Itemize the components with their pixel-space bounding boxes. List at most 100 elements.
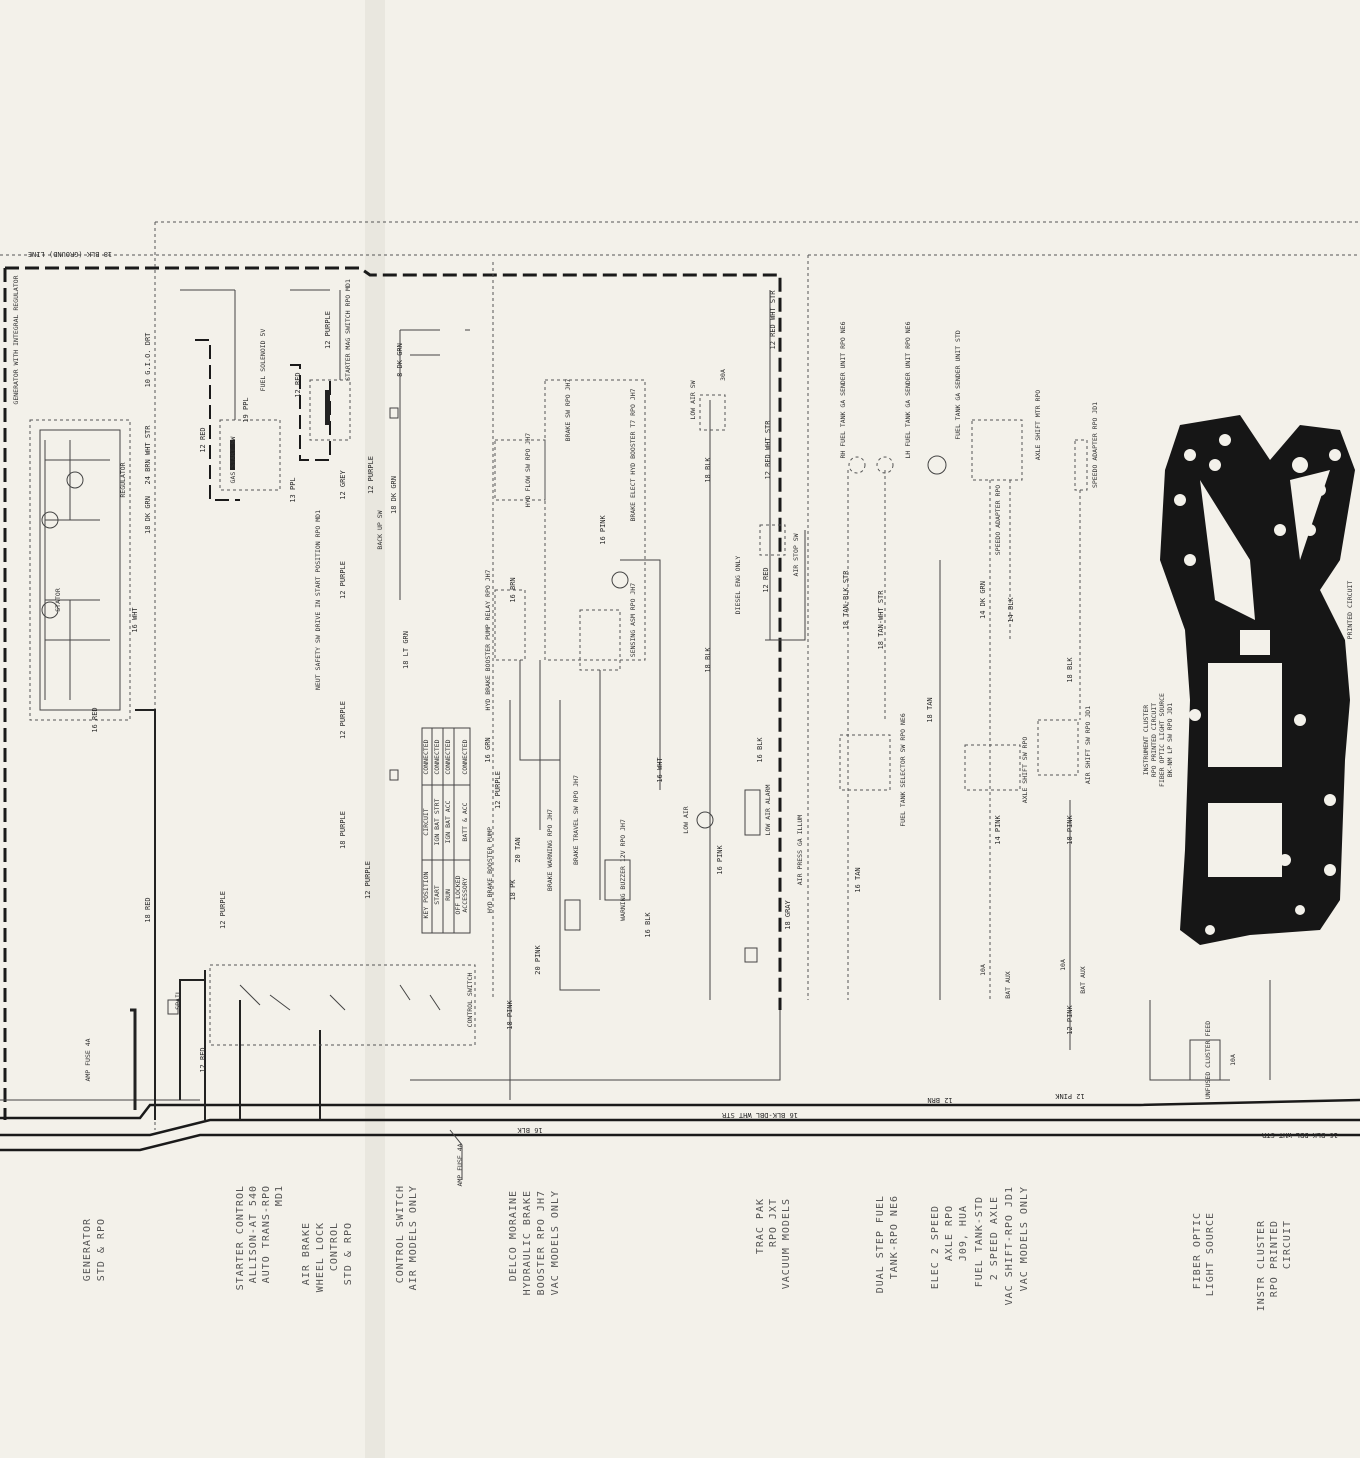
rh-sender-label: RH FUEL TANK GA SENDER UNIT RPO NE6 xyxy=(839,321,847,458)
control-switch: CONTROL SWITCH SPAIL AMP FUSE 4A AMP FUS… xyxy=(84,964,476,1187)
table-cell: START xyxy=(433,885,441,905)
control-switch-label: CONTROL SWITCH xyxy=(466,973,474,1028)
low-air-sw-label: LOW AIR SW xyxy=(689,380,697,419)
fuse-30a-label: 30A xyxy=(719,369,727,381)
section-delco: HYDRAULIC BRAKE xyxy=(522,1190,533,1295)
regulator-label: REGULATOR xyxy=(119,462,127,497)
section-fiber-optic: FIBER OPTIC xyxy=(1192,1212,1203,1289)
wire-label: 12 PURPLE xyxy=(494,771,502,809)
section-elec-axle: FUEL TANK-STD xyxy=(974,1196,985,1287)
wire-label: 12 RED xyxy=(199,1047,207,1072)
buzzer-label: WARNING BUZZER 12V RPO JH7 xyxy=(619,819,627,921)
table-cell: CONNECTED xyxy=(444,739,452,774)
table-cell: ACCESSORY xyxy=(461,877,469,912)
section-control-switch: CONTROL SWITCH xyxy=(395,1185,406,1283)
table-cell: IGN BAT STRT xyxy=(433,798,441,845)
section-air-brake: CONTROL xyxy=(329,1222,340,1271)
low-air-label: LOW AIR xyxy=(682,806,690,833)
wire-label: 16 BLK-DBL WHT STR xyxy=(1261,1131,1338,1139)
bat-aux-label: BAT AUX xyxy=(1004,971,1012,998)
section-instr-cluster: CIRCUIT xyxy=(1282,1220,1293,1269)
brake-warning-label: BRAKE WARNING RPO JH7 xyxy=(546,809,554,891)
wire-label: 12 PURPLE xyxy=(219,891,227,929)
axle-shift-mtr-label: AXLE SHIFT MTR RPO xyxy=(1034,390,1042,461)
stator-label: STATOR xyxy=(54,588,62,612)
section-starter-control: STARTER CONTROL xyxy=(235,1185,246,1290)
starter-control: GAS START SW FUEL SOLENOID 5V STARTER MA… xyxy=(180,279,470,781)
wire-label: 18 TAN-BLK STR xyxy=(842,570,850,630)
section-air-brake: STD & RPO xyxy=(343,1222,354,1285)
wire-label: 16 BRN xyxy=(509,577,517,602)
speedo-adapter-rpo-label: SPEEDO ADAPTER RPO xyxy=(994,485,1002,556)
hyd-flow-label: HYD FLOW SW RPO JH7 xyxy=(524,433,532,507)
section-elec-axle: J09, HUA xyxy=(958,1205,969,1261)
brake-travel-label: BRAKE TRAVEL SW RPO JH7 xyxy=(572,775,580,865)
brake-sw-label: BRAKE SW RPO JH7 xyxy=(564,379,572,442)
wire-label: 14 PINK xyxy=(994,814,1002,844)
fuse-10a-label: 10A xyxy=(1229,1054,1237,1066)
wire-label: 12 RED xyxy=(199,427,207,452)
wire-label: 16 BLK xyxy=(644,912,652,938)
wire-label: 12 RED xyxy=(762,567,770,592)
section-instr-cluster: RPO PRINTED xyxy=(1269,1220,1280,1297)
amp-fuse-label-2: AMP FUSE 4A xyxy=(456,1143,464,1186)
low-air-alarm-label: LOW AIR ALARM xyxy=(764,784,772,835)
wire-label: 14 BLK xyxy=(1007,597,1015,623)
wire-label: 13 PPL xyxy=(289,477,297,502)
hyd-brake-booster: HYD BRAKE BOOSTER PUMP RELAY RPO JH7 HYD… xyxy=(484,379,661,991)
wire-label: 12 BRN xyxy=(927,1096,952,1104)
wire-label: 14 DK GRN xyxy=(979,581,987,619)
fuse-10a-label: 10A xyxy=(979,964,987,976)
wire-label: 18 DK GRN xyxy=(390,476,398,514)
instrument-cluster: INSTRUMENT CLUSTER RPO PRINTED CIRCUIT F… xyxy=(1142,415,1355,1099)
table-header: CIRCUIT xyxy=(422,808,430,835)
wire-label: 24 BRN WHT STR xyxy=(144,425,152,485)
wire-label: 12 PINK xyxy=(1054,1092,1084,1100)
table-header: KEY POSITION xyxy=(422,871,430,918)
wire-label: 19 PPL xyxy=(242,397,250,422)
wire-label: 20 PINK xyxy=(534,944,542,974)
wire-label: 16 WHT xyxy=(131,607,139,633)
sensing-label: SENSING ASM RPO JH7 xyxy=(629,583,637,657)
section-delco: VAC MODELS ONLY xyxy=(550,1190,561,1295)
section-starter-control: ALLISON-AT 540 xyxy=(248,1185,259,1283)
air-stop-label: AIR STOP SW xyxy=(792,533,800,576)
wire-label: 16 BLK-DBL WHT STR xyxy=(721,1111,798,1119)
section-starter-control: AUTO TRANS-RPO xyxy=(261,1185,272,1283)
wire-label: 18 PURPLE xyxy=(339,811,347,849)
trac-pak: LOW AIR SW LOW AIR LOW AIR ALARM AIR PRE… xyxy=(682,290,806,1000)
section-trac-pak: VACUUM MODELS xyxy=(781,1198,792,1289)
selector-label: FUEL TANK SELECTOR SW RPO NE6 xyxy=(899,713,907,827)
wire-label: 18 LT GRN xyxy=(402,631,410,669)
wire-label: 16 PINK xyxy=(716,844,724,874)
section-delco: BOOSTER RPO JH7 xyxy=(536,1190,547,1295)
amp-fuse-label: AMP FUSE 4A xyxy=(84,1038,92,1081)
ground-line-label: 18 BLK (GROUND) LINE xyxy=(28,250,112,258)
fold-shadow xyxy=(365,0,385,1458)
spail-label: SPAIL xyxy=(174,990,182,1010)
section-air-brake: AIR BRAKE xyxy=(301,1222,312,1285)
wire-label: 12 RED WHT STR xyxy=(764,420,772,480)
wire-label: 16 PINK xyxy=(599,514,607,544)
air-shift-sw-label: AIR SHIFT SW RPO JD1 xyxy=(1084,706,1092,784)
wire-label: 18 BLK xyxy=(704,457,712,483)
table-cell: BATT & ACC xyxy=(461,802,469,841)
wire-label: 12 PURPLE xyxy=(339,561,347,599)
wire-label: 12 PURPLE xyxy=(364,861,372,899)
speedo-adapter-label: SPEEDO ADAPTER RPO JD1 xyxy=(1091,402,1099,488)
wire-label: 18 TAN xyxy=(926,697,934,722)
table-cell: OFF LOCKED xyxy=(454,875,462,914)
wire-label: 12 PURPLE xyxy=(339,701,347,739)
hyd-relay-label: HYD BRAKE BOOSTER PUMP RELAY RPO JH7 xyxy=(484,569,492,710)
std-sender-label: FUEL TANK GA SENDER UNIT STD xyxy=(954,330,962,440)
wire-label: 18 PK xyxy=(509,879,517,901)
brake-elect-label: BRAKE ELECT HYD BOOSTER T7 RPO JH7 xyxy=(629,388,637,521)
table-cell: RUN xyxy=(444,889,452,901)
wire-label: 18 TAN-WHT STR xyxy=(877,590,885,650)
wire-label: 12 PINK xyxy=(1066,1004,1074,1034)
wire-label: 16 BLK xyxy=(517,1126,543,1134)
section-elec-axle: VAC MODELS ONLY xyxy=(1019,1186,1030,1291)
wire-label: 18 BLK xyxy=(704,647,712,673)
